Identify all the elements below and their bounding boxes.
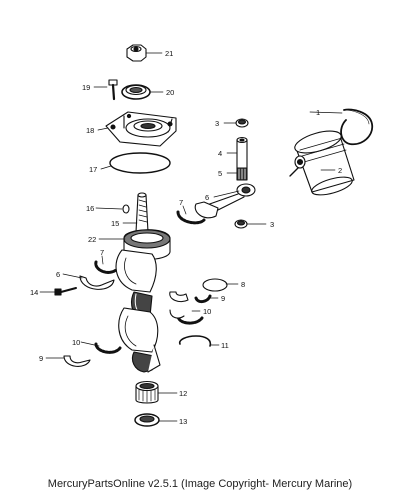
piston-part: [289, 130, 355, 196]
rod-cap-part: [79, 275, 115, 290]
cap-screw-part: [54, 287, 77, 296]
callout-6-rod: 6: [205, 193, 209, 202]
pin-retainer-part: [234, 219, 248, 229]
callout-1: 1: [316, 108, 320, 117]
oil-seal-part: [121, 84, 151, 100]
needle-bearing-part: [236, 167, 248, 181]
callout-8: 8: [241, 280, 245, 289]
callout-21: 21: [165, 49, 173, 58]
callout-11: 11: [221, 341, 229, 350]
retaining-ring-part: [178, 335, 212, 347]
bearing-cage-part: [176, 210, 206, 225]
nut-part: [126, 44, 147, 62]
callout-3-bottom: 3: [270, 220, 274, 229]
bearing-cage-part: [94, 342, 122, 354]
callout-10-left: 10: [72, 338, 80, 347]
callout-2: 2: [338, 166, 342, 175]
callout-18: 18: [86, 126, 94, 135]
callout-6-cap: 6: [56, 270, 60, 279]
seal-ring-part: [202, 278, 228, 292]
callout-9-right: 9: [221, 294, 225, 303]
pin-part: [122, 204, 130, 214]
callout-15: 15: [111, 219, 119, 228]
bearing-cage-part: [94, 260, 118, 274]
o-ring-part: [109, 152, 171, 174]
callout-9-left: 9: [39, 354, 43, 363]
roller-bearing-part: [135, 380, 159, 404]
connecting-rod-part: [194, 183, 256, 219]
end-cap-part: [105, 111, 177, 147]
piston-pin-part: [236, 136, 248, 172]
lower-seal-part: [134, 413, 160, 427]
copyright-footer: MercuryPartsOnline v2.5.1 (Image Copyrig…: [47, 478, 353, 490]
piston-ring-part: [340, 108, 374, 146]
callout-22: 22: [88, 235, 96, 244]
crankshaft-part: [115, 192, 171, 373]
screw-part: [108, 79, 118, 101]
callout-13: 13: [179, 417, 187, 426]
callout-5: 5: [218, 169, 222, 178]
callout-17: 17: [89, 165, 97, 174]
callout-14: 14: [30, 288, 38, 297]
pin-retainer-part: [235, 118, 249, 128]
callout-3-top: 3: [215, 119, 219, 128]
leader-lines: [39, 52, 343, 422]
callout-10-right: 10: [203, 307, 211, 316]
callout-4: 4: [218, 149, 222, 158]
bearing-half-part: [169, 291, 212, 325]
callout-12: 12: [179, 389, 187, 398]
callout-20: 20: [166, 88, 174, 97]
callout-16: 16: [86, 204, 94, 213]
callout-7-upper: 7: [179, 198, 183, 207]
callout-7-lower: 7: [100, 248, 104, 257]
callout-19: 19: [82, 83, 90, 92]
bearing-half-part: [63, 355, 91, 367]
